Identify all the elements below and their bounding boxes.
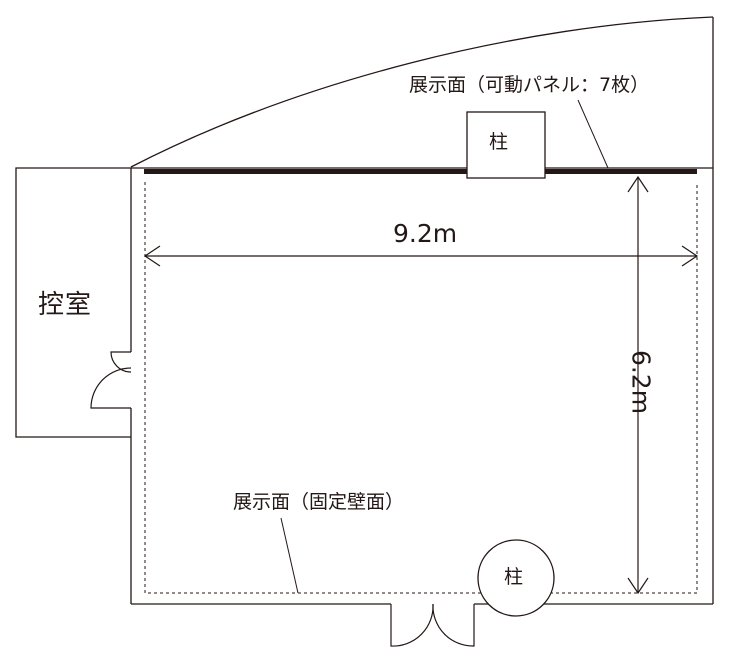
fixed-wall-leader [280, 517, 299, 594]
curved-roof-outline [130, 16, 714, 168]
movable-panel-leader [577, 99, 609, 169]
height-dimension-arrow [627, 175, 649, 595]
pillar-top [466, 111, 546, 179]
pillar-top-label: 柱 [489, 131, 509, 153]
width-dimension-label: 9.2m [393, 219, 458, 248]
control-room-label: 控室 [38, 290, 93, 320]
movable-panel-bar [144, 169, 697, 174]
movable-panel-label: 展示面（可動パネル：7枚） [409, 74, 650, 96]
pillar-bottom-label: 柱 [504, 566, 524, 588]
pillar-bottom [477, 539, 555, 617]
fixed-wall-label: 展示面（固定壁面） [233, 491, 405, 513]
height-dimension-label: 6.2m [626, 349, 656, 415]
exhibition-dotted-line [144, 182, 698, 594]
bottom-door [390, 603, 475, 647]
control-room-walls [15, 167, 131, 438]
left-door [90, 351, 132, 409]
width-dimension-arrow [143, 245, 699, 267]
